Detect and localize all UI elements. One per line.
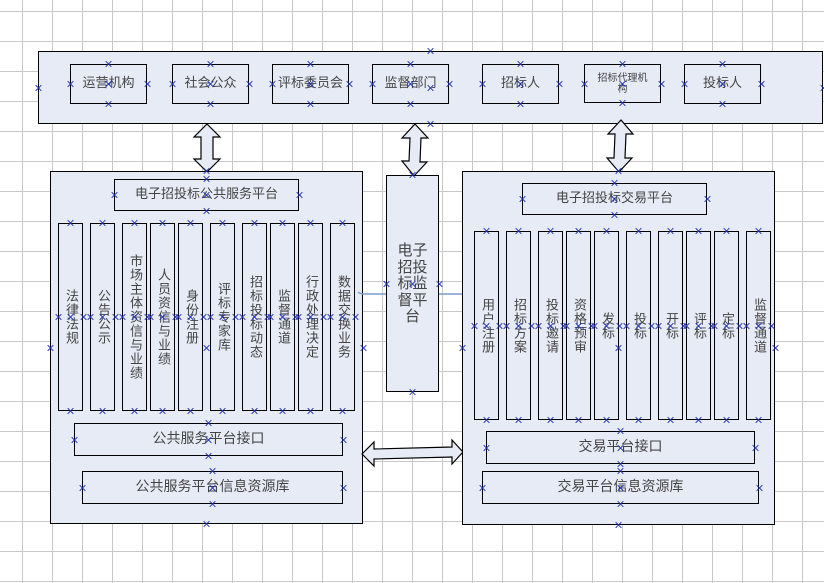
double-arrow-left-icon xyxy=(192,123,222,173)
double-arrow-center-icon xyxy=(400,123,430,177)
stakeholder-agency[interactable]: 招标代理机构 xyxy=(584,64,661,103)
public-interface-label: 公共服务平台接口 xyxy=(152,430,265,447)
module-label: 定标 xyxy=(719,311,734,340)
trading-module-supervision-channel[interactable]: 监督通道 xyxy=(746,231,771,420)
trading-platform-title-text: 电子招投标交易平台 xyxy=(555,190,673,206)
public-module-bidding-news[interactable]: 招标投标动态 xyxy=(242,223,267,411)
module-label: 监督通道 xyxy=(275,289,290,345)
trading-module-bid-evaluation[interactable]: 评标 xyxy=(686,231,711,420)
trading-module-award[interactable]: 定标 xyxy=(714,231,739,420)
trading-module-user-registration[interactable]: 用户注册 xyxy=(474,231,499,420)
module-label: 用户注册 xyxy=(479,297,494,354)
stakeholder-label: 招标人 xyxy=(500,75,540,91)
module-label: 评标 xyxy=(691,311,706,340)
supervision-platform[interactable]: 电子招投标监督平台 xyxy=(386,175,439,392)
module-label: 人员资信与业绩 xyxy=(155,268,170,366)
trading-platform-interface[interactable]: 交易平台接口 xyxy=(486,431,755,464)
module-label: 资格预审 xyxy=(571,297,586,354)
stakeholder-public[interactable]: 社会公众 xyxy=(172,64,249,104)
module-label: 发标 xyxy=(599,311,614,340)
module-label: 评标专家库 xyxy=(215,282,230,352)
stakeholder-label: 评标委员会 xyxy=(277,75,343,91)
trading-module-prequalification[interactable]: 资格预审 xyxy=(566,231,591,420)
public-module-announcements[interactable]: 公告公示 xyxy=(90,223,115,411)
module-label: 投标 xyxy=(631,311,646,340)
trading-interface-label: 交易平台接口 xyxy=(578,438,663,455)
module-label: 招标投标动态 xyxy=(247,275,262,359)
public-platform-database[interactable]: 公共服务平台信息资源库 xyxy=(82,471,343,504)
public-module-identity-registration[interactable]: 身份注册 xyxy=(178,223,203,411)
supervision-platform-label: 电子招投标监督平台 xyxy=(397,241,428,326)
trading-database-label: 交易平台信息资源库 xyxy=(557,478,684,495)
stakeholder-label: 社会公众 xyxy=(184,75,237,91)
stakeholder-label: 投标人 xyxy=(702,75,742,91)
module-label: 行政处理决定 xyxy=(303,275,318,359)
public-database-label: 公共服务平台信息资源库 xyxy=(135,478,290,495)
trading-module-bidding[interactable]: 投标 xyxy=(626,231,651,420)
public-module-market-credit[interactable]: 市场主体资信与业绩 xyxy=(122,223,147,411)
public-module-supervision-channel[interactable]: 监督通道 xyxy=(270,223,295,411)
public-module-admin-decisions[interactable]: 行政处理决定 xyxy=(298,223,323,411)
trading-module-bid-invitation[interactable]: 投标邀请 xyxy=(538,231,563,420)
stakeholder-evaluation-committee[interactable]: 评标委员会 xyxy=(272,64,349,104)
stakeholder-operator[interactable]: 运营机构 xyxy=(70,64,147,104)
module-label: 监督通道 xyxy=(751,297,766,354)
public-platform-interface[interactable]: 公共服务平台接口 xyxy=(74,423,343,456)
connector-right xyxy=(439,293,462,295)
trading-module-issue-tender[interactable]: 发标 xyxy=(594,231,619,420)
stakeholder-label: 监督部门 xyxy=(384,75,437,91)
stakeholder-tenderer[interactable]: 招标人 xyxy=(482,64,559,104)
stakeholder-bidder[interactable]: 投标人 xyxy=(684,64,761,104)
public-module-data-exchange[interactable]: 数据交换业务 xyxy=(330,223,355,411)
module-label: 身份注册 xyxy=(183,289,198,345)
module-label: 招标方案 xyxy=(511,297,526,354)
module-label: 市场主体资信与业绩 xyxy=(127,254,142,380)
module-label: 数据交换业务 xyxy=(335,275,350,359)
double-arrow-horizontal-icon xyxy=(361,438,464,468)
stakeholder-label: 运营机构 xyxy=(82,75,135,91)
module-label: 投标邀请 xyxy=(543,297,558,354)
public-platform-title-text: 电子招投标公共服务平台 xyxy=(134,186,278,202)
stakeholder-label: 招标代理机构 xyxy=(597,72,648,95)
module-label: 公告公示 xyxy=(95,289,110,345)
trading-platform-database[interactable]: 交易平台信息资源库 xyxy=(482,471,759,504)
connector-left xyxy=(357,291,386,295)
public-platform-title: 电子招投标公共服务平台 xyxy=(114,179,299,211)
module-label: 开标 xyxy=(663,311,678,340)
public-module-expert-pool[interactable]: 评标专家库 xyxy=(210,223,235,411)
stakeholder-supervisor[interactable]: 监督部门 xyxy=(372,64,449,104)
trading-module-tender-plan[interactable]: 招标方案 xyxy=(506,231,531,420)
double-arrow-right-icon xyxy=(605,119,635,173)
trading-module-bid-opening[interactable]: 开标 xyxy=(658,231,683,420)
public-module-laws[interactable]: 法律法规 xyxy=(58,223,83,411)
trading-platform-title: 电子招投标交易平台 xyxy=(522,183,707,215)
public-module-personnel-credit[interactable]: 人员资信与业绩 xyxy=(150,223,175,411)
module-label: 法律法规 xyxy=(63,289,78,345)
